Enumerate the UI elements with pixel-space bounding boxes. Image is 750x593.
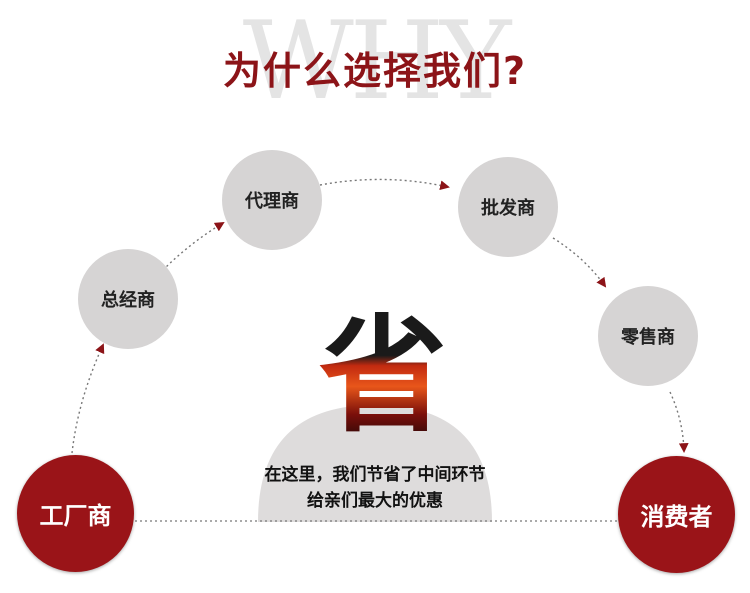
node-general-distributor: 总经商 (78, 249, 178, 349)
center-dome (258, 405, 492, 522)
node-consumer-label: 消费者 (640, 503, 713, 531)
node-retailer: 零售商 (598, 286, 698, 386)
node-factory: 工厂商 (17, 455, 134, 572)
node-factory-label: 工厂商 (39, 502, 112, 530)
connector-general-to-agent (162, 221, 225, 271)
connector-factory-to-general (71, 343, 105, 454)
node-consumer: 消费者 (618, 456, 735, 573)
page-title: 为什么选择我们? (222, 49, 528, 93)
connector-retailer-to-consumer (669, 391, 689, 453)
node-wholesaler: 批发商 (458, 157, 558, 257)
node-general-distributor-label: 总经商 (101, 290, 155, 311)
node-retailer-label: 零售商 (621, 327, 675, 348)
why-watermark: WHY (242, 0, 512, 124)
center-message-line-2: 给亲们最大的优惠 (307, 491, 443, 511)
save-character: 省 (318, 301, 447, 450)
center-message-line-1: 在这里，我们节省了中间环节 (264, 465, 486, 485)
connector-wholesaler-to-retailer (552, 237, 607, 288)
node-wholesaler-label: 批发商 (481, 198, 535, 219)
node-agent: 代理商 (222, 150, 322, 250)
connector-agent-to-wholesaler (319, 178, 450, 191)
node-agent-label: 代理商 (245, 191, 299, 212)
